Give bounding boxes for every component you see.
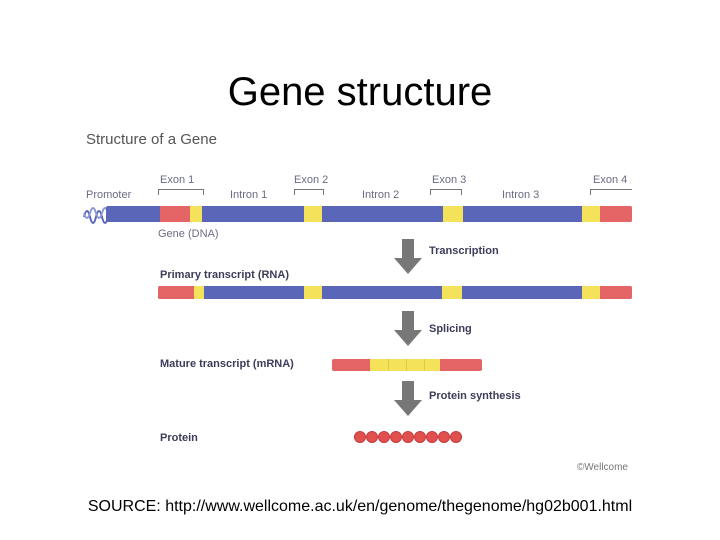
copyright-notice: ©Wellcome xyxy=(576,462,628,473)
exon2-label: Exon 2 xyxy=(294,174,329,186)
amino-acid-bead xyxy=(438,431,450,443)
dna-exon2 xyxy=(304,206,322,222)
amino-acid-bead xyxy=(414,431,426,443)
exon3-label: Exon 3 xyxy=(432,174,467,186)
protein-synthesis-label: Protein synthesis xyxy=(429,390,521,402)
amino-acid-bead xyxy=(402,431,414,443)
figure-heading: Structure of a Gene xyxy=(86,131,217,148)
dna-exon1 xyxy=(190,206,202,222)
amino-acid-bead xyxy=(378,431,390,443)
exon4-bracket xyxy=(590,189,632,195)
primary-transcript-bar xyxy=(158,286,632,299)
amino-acid-bead xyxy=(366,431,378,443)
amino-acid-bead xyxy=(450,431,462,443)
primary-transcript-label: Primary transcript (RNA) xyxy=(160,269,289,281)
mature-transcript-label: Mature transcript (mRNA) xyxy=(160,358,294,370)
mature-transcript-bar xyxy=(332,359,482,371)
promoter-dna-icon xyxy=(83,207,109,224)
exon4-label: Exon 4 xyxy=(593,174,628,186)
intron3-label: Intron 3 xyxy=(502,189,540,201)
gene-structure-figure: Structure of a Gene Promoter Exon 1 Intr… xyxy=(80,125,632,477)
exon2-bracket xyxy=(294,189,324,195)
dna-exon4 xyxy=(582,206,600,222)
promoter-label: Promoter xyxy=(86,189,132,201)
protein-label: Protein xyxy=(160,432,198,444)
dna-utr-5prime xyxy=(160,206,190,222)
intron2-label: Intron 2 xyxy=(362,189,400,201)
dna-exon3 xyxy=(443,206,463,222)
slide-title: Gene structure xyxy=(227,70,493,114)
amino-acid-bead xyxy=(390,431,402,443)
intron1-label: Intron 1 xyxy=(230,189,268,201)
exon1-bracket xyxy=(158,189,204,195)
amino-acid-bead xyxy=(354,431,366,443)
transcription-label: Transcription xyxy=(429,245,499,257)
exon1-label: Exon 1 xyxy=(160,174,195,186)
exon3-bracket xyxy=(430,189,462,195)
gene-dna-bar xyxy=(106,206,632,222)
amino-acid-bead xyxy=(426,431,438,443)
source-citation: SOURCE: http://www.wellcome.ac.uk/en/gen… xyxy=(87,498,633,515)
gene-dna-label: Gene (DNA) xyxy=(158,228,219,240)
dna-utr-3prime xyxy=(600,206,632,222)
splicing-label: Splicing xyxy=(429,323,472,335)
